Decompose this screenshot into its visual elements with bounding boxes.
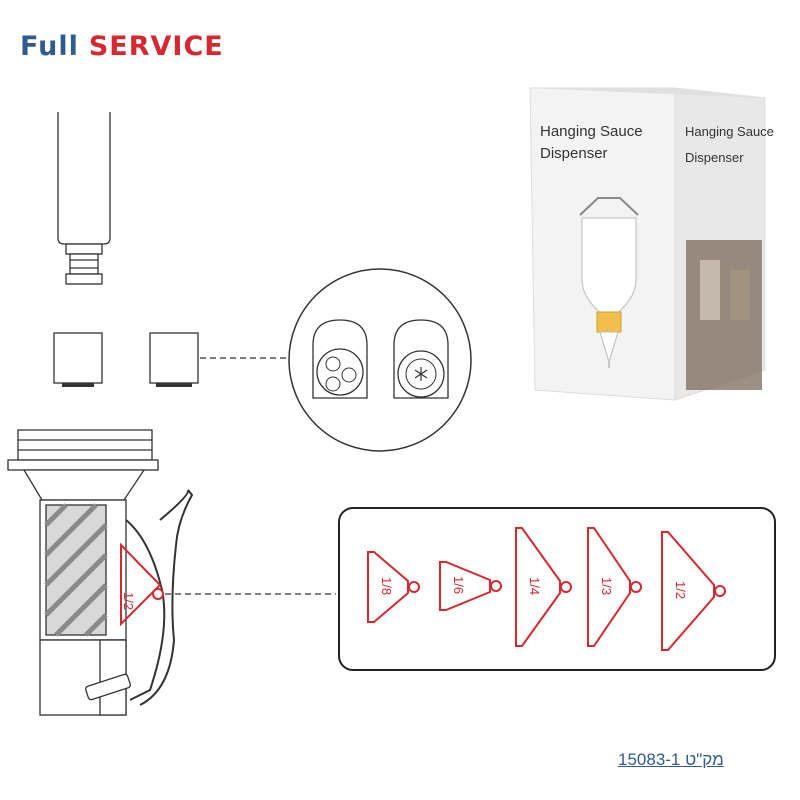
portion-triangle: [515, 527, 561, 647]
portion-triangle: [439, 561, 491, 611]
portion-pivot-icon: [560, 581, 572, 593]
bottle-neck-illustration: [57, 112, 111, 285]
product-sku: מק"ט 15083-1: [618, 750, 724, 769]
portion-pivot-icon: [490, 580, 502, 592]
box-side-title-line2: Dispenser: [685, 150, 744, 165]
logo-text-service: SERVICE: [88, 30, 224, 62]
dispenser-body-illustration: 1/2: [7, 429, 194, 716]
portion-label: 1/2: [673, 581, 688, 599]
valve-magnifier: [288, 268, 472, 452]
portion-label: 1/4: [527, 577, 542, 595]
portion-pivot-icon: [714, 585, 726, 597]
portion-pivot-icon: [408, 581, 420, 593]
portion-pivot-icon: [630, 581, 642, 593]
portion-options-panel: 1/8 1/6 1/4 1/3 1/2: [338, 507, 776, 671]
box-front-title-line2: Dispenser: [540, 145, 608, 162]
valve-cap-left: [53, 332, 103, 387]
portion-triangle: [367, 551, 409, 623]
portion-triangle: [661, 531, 715, 651]
box-front-title-line1: Hanging Sauce: [540, 123, 643, 140]
product-box-image: Hanging Sauce Dispenser Hanging Sauce Di…: [529, 87, 774, 401]
portion-label: 1/6: [451, 576, 466, 594]
valve-cap-right: [149, 332, 199, 387]
brand-logo: Full SERVICE: [20, 26, 224, 66]
portion-label: 1/8: [379, 577, 394, 595]
lever-portion-label: 1/2: [121, 592, 136, 610]
logo-text-full: Full: [20, 30, 79, 62]
portion-triangle: [587, 527, 631, 647]
portion-label: 1/3: [599, 577, 614, 595]
box-side-title-line1: Hanging Sauce: [685, 124, 774, 139]
